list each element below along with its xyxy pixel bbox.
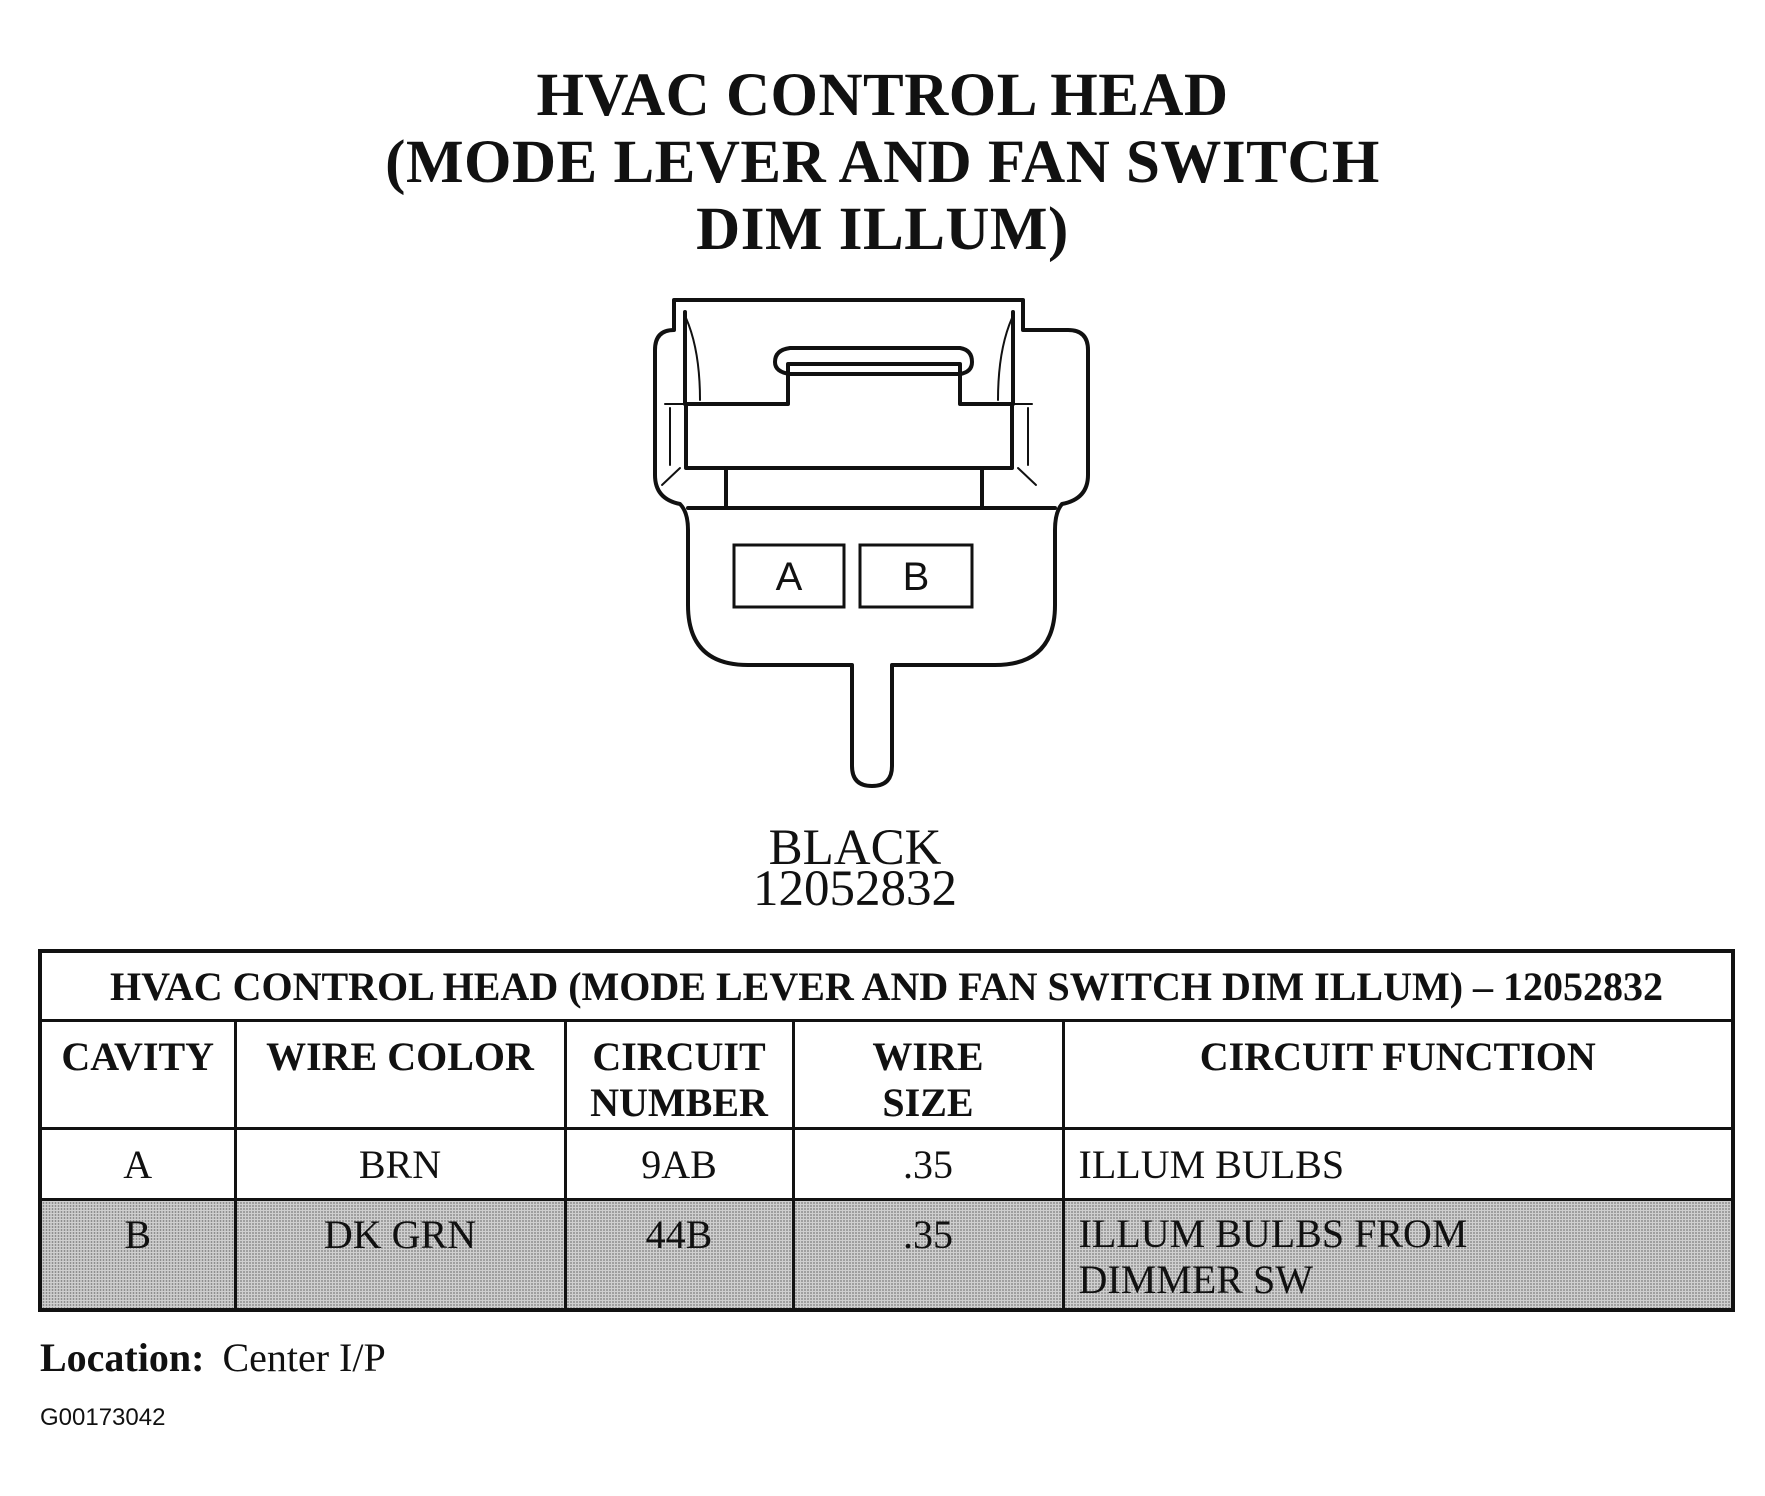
cell-wire-size: .35	[791, 1198, 1065, 1311]
header-wire-size-line1: WIRE	[872, 1034, 984, 1079]
table-header-row: CAVITY WIRE COLOR CIRCUIT NUMBER WIRE SI…	[38, 1019, 1735, 1130]
location-note: Location: Center I/P	[40, 1334, 386, 1381]
header-wire-size-line2: SIZE	[882, 1080, 974, 1125]
figure-id: G00173042	[40, 1404, 166, 1431]
header-wire-size: WIRE SIZE	[791, 1019, 1065, 1130]
title-line-2: (MODE LEVER AND FAN SWITCH	[385, 129, 1380, 196]
cavity-b-box	[858, 543, 974, 609]
connector-svg: A B	[653, 298, 1090, 788]
connector-lock-bar	[684, 402, 1014, 470]
table-title: HVAC CONTROL HEAD (MODE LEVER AND FAN SW…	[38, 949, 1735, 1022]
cell-circuit-number: 44B	[563, 1198, 795, 1311]
header-circuit-function: CIRCUIT FUNCTION	[1061, 1019, 1735, 1130]
connector-face-drawing: A B	[600, 290, 1100, 800]
title-line-3: DIM ILLUM)	[696, 196, 1069, 263]
cell-wire-color: DK GRN	[233, 1198, 567, 1311]
pinout-table-wrapper: HVAC CONTROL HEAD (MODE LEVER AND FAN SW…	[38, 949, 1736, 1312]
header-cavity: CAVITY	[38, 1019, 237, 1130]
cell-circuit-number: 9AB	[563, 1127, 795, 1201]
header-circuit-number-line2: NUMBER	[590, 1080, 768, 1125]
cavity-a-label: A	[776, 555, 803, 599]
cell-circuit-function-line2: DIMMER SW	[1078, 1257, 1313, 1302]
connector-latch	[683, 310, 1015, 406]
connector-housing-outline	[653, 298, 1090, 788]
cell-cavity: A	[38, 1127, 237, 1201]
cell-wire-color: BRN	[233, 1127, 567, 1201]
connector-guide-band	[686, 466, 1057, 510]
cell-circuit-function: ILLUM BULBS	[1061, 1127, 1735, 1201]
table-row: A BRN 9AB .35 ILLUM BULBS	[38, 1127, 1735, 1201]
connector-latch-slot	[773, 346, 974, 376]
location-label: Location:	[40, 1335, 205, 1380]
diagram-title: HVAC CONTROL HEAD (MODE LEVER AND FAN SW…	[0, 62, 1765, 263]
header-circuit-number-line1: CIRCUIT	[592, 1034, 766, 1079]
cell-cavity: B	[38, 1198, 237, 1311]
table-row: B DK GRN 44B .35 ILLUM BULBS FROM DIMMER…	[38, 1198, 1735, 1311]
cell-wire-size: .35	[791, 1127, 1065, 1201]
pinout-table: HVAC CONTROL HEAD (MODE LEVER AND FAN SW…	[38, 949, 1736, 1312]
cell-circuit-function: ILLUM BULBS FROM DIMMER SW	[1061, 1198, 1735, 1311]
header-wire-color: WIRE COLOR	[233, 1019, 567, 1130]
header-circuit-number: CIRCUIT NUMBER	[563, 1019, 795, 1130]
location-value: Center I/P	[222, 1335, 386, 1380]
title-line-1: HVAC CONTROL HEAD	[536, 62, 1229, 129]
cavity-b-label: B	[903, 555, 930, 599]
cell-circuit-function-line1: ILLUM BULBS FROM	[1078, 1211, 1468, 1256]
connector-color-label: BLACK	[768, 820, 942, 876]
cavity-a-box	[732, 543, 846, 609]
connector-part-number: 12052832	[753, 861, 957, 917]
